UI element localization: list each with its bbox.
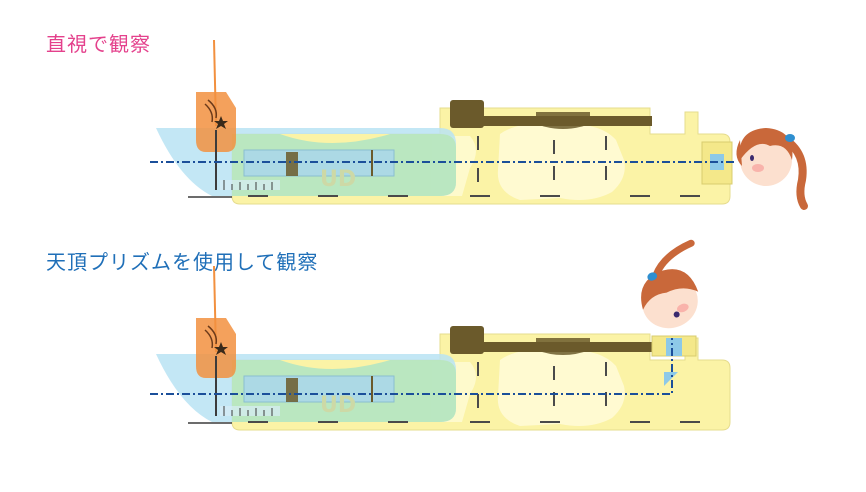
prism-mirror xyxy=(664,372,678,386)
title-direct-observation: 直視で観察 xyxy=(46,32,151,56)
panel-zenith-prism xyxy=(150,239,731,431)
title-zenith-prism-observation: 天頂プリズムを使用して観察 xyxy=(46,250,319,274)
girl-face-prism xyxy=(641,239,699,329)
girl-face-direct xyxy=(736,128,808,210)
telescope-assembly-direct xyxy=(155,39,731,205)
zenith-prism-lens xyxy=(666,338,682,356)
panel-direct xyxy=(150,39,808,210)
